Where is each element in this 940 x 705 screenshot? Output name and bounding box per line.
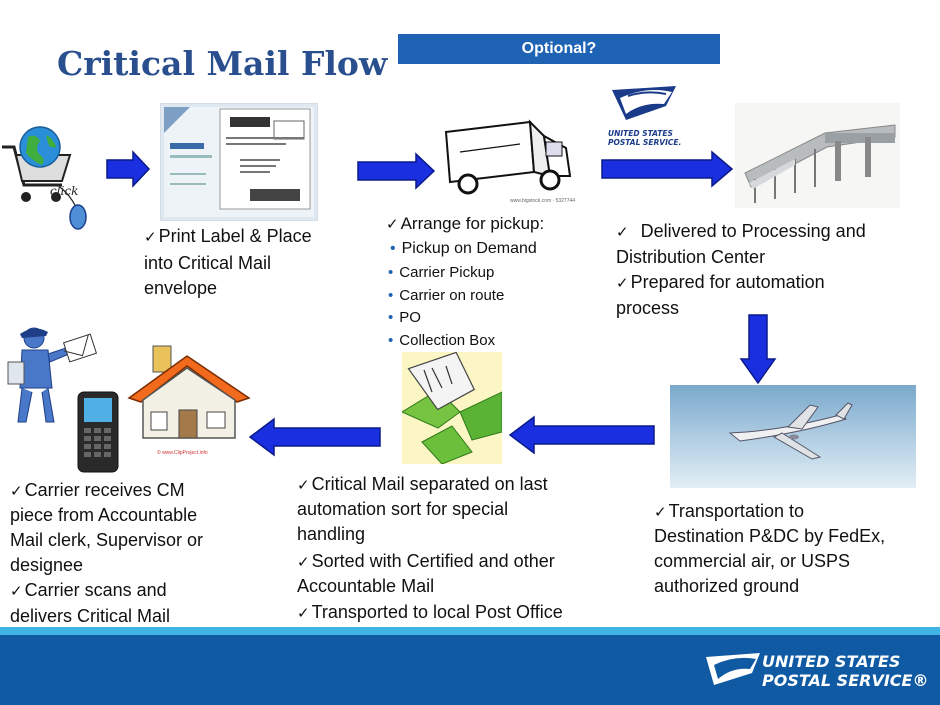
mail-truck-icon: www.bigstock.com · 5327744 [444,119,575,204]
carrier-line3: Mail clerk, Supervisor or [10,530,204,550]
flow-arrow-2 [357,152,436,190]
carrier-line2: piece from Accountable [10,505,198,525]
usps-logo-line2: POSTAL SERVICE. [608,138,681,147]
truck-credit: www.bigstock.com · 5327744 [510,198,575,204]
flow-arrow-3 [601,150,734,188]
processing-line3: Prepared for automation [616,270,825,296]
print-line1: Print Label & Place [144,224,312,250]
separated-line1: Critical Mail separated on last [297,472,548,498]
processing-line2: Distribution Center [616,247,766,267]
separated-line2: automation sort for special [297,499,509,519]
pickup-item-2: Carrier Pickup [388,262,494,284]
airplane-icon [670,385,916,488]
house-credit: © www.ClipProject.info [157,449,208,456]
globe-cart-icon: click [2,126,87,230]
flow-arrow-down [739,314,777,385]
flow-arrow-1 [106,150,151,188]
transport-line3: commercial air, or USPS [654,551,851,571]
optional-banner: Optional? [398,34,720,64]
handheld-scanner-icon [77,391,119,473]
footer-logo-line2: POSTAL SERVICE® [762,671,929,690]
usps-eagle-logo: UNITED STATES POSTAL SERVICE. [608,84,681,147]
envelope-label-icon [160,103,318,221]
transport-line1: Transportation to [654,499,804,525]
processing-line4: process [616,298,680,318]
processing-line1-text: Delivered to Processing and [640,221,866,241]
flow-arrow-5 [248,417,381,457]
print-line3: envelope [144,278,218,298]
mail-carrier-icon [7,327,98,423]
sorting-machine-icon [735,103,900,208]
usps-logo-line1: UNITED STATES [608,129,673,138]
pickup-item-3: Carrier on route [388,285,504,307]
carrier-line6: delivers Critical Mail [10,606,171,626]
pickup-item-1: Pickup on Demand [390,238,537,260]
separated-line5: Accountable Mail [297,576,435,596]
carrier-line5: Carrier scans and [10,578,167,604]
page-title: Critical Mail Flow [57,44,388,83]
pickup-item-5: Collection Box [388,330,495,352]
print-line2: into Critical Mail [144,253,272,273]
pickup-heading: Arrange for pickup: [386,211,545,237]
separated-line4: Sorted with Certified and other [297,549,555,575]
transport-line2: Destination P&DC by FedEx, [654,526,886,546]
usps-footer-eagle-logo [706,653,760,685]
flow-arrow-4 [508,415,655,455]
pickup-item-4: PO [388,307,421,329]
routing-puzzle-icon [402,352,502,464]
footer-bar [0,635,940,705]
footer-stripe [0,627,940,635]
footer-logo-line1: UNITED STATES [762,652,901,671]
transport-line4: authorized ground [654,576,800,596]
carrier-line4: designee [10,555,84,575]
processing-line1: Delivered to Processing and [616,219,866,245]
carrier-line1: Carrier receives CM [10,478,185,504]
separated-line3: handling [297,524,366,544]
house-icon: © www.ClipProject.info [127,345,251,456]
separated-line6: Transported to local Post Office [297,600,563,626]
